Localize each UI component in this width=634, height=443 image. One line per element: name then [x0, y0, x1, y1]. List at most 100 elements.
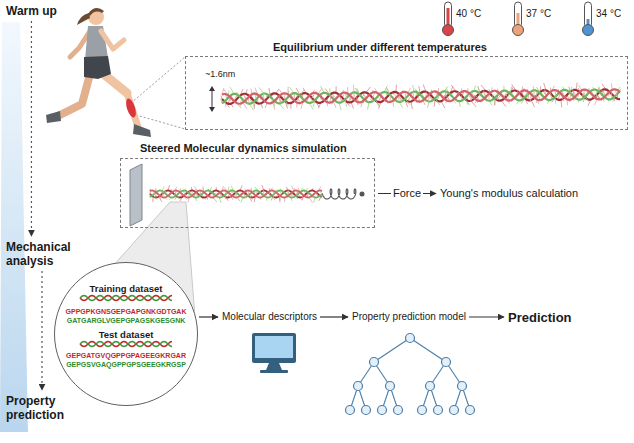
tree-model-icon — [354, 382, 363, 391]
collagen-helix — [576, 83, 577, 90]
collagen-helix — [150, 191, 322, 198]
step-label: Young's modulus calculation — [440, 187, 578, 200]
temperature-label: 40 °C — [456, 8, 481, 20]
runner-figure — [101, 31, 124, 49]
zoom-lines — [131, 57, 185, 129]
tree-model-icon — [466, 406, 475, 415]
sequence-text: GATGARGLVGEPGPAGSKGESGNK — [55, 316, 197, 325]
flow-arrow — [41, 271, 42, 390]
runner-figure — [58, 74, 90, 116]
pulling-wall — [130, 164, 142, 226]
tree-model-icon — [386, 382, 395, 391]
computer-icon — [255, 336, 293, 358]
tree-model-icon — [394, 406, 403, 415]
thermometer-icon — [443, 2, 594, 36]
collagen-helix — [531, 100, 535, 107]
collagen-helix — [150, 191, 322, 198]
temperature-label: 34 °C — [596, 8, 621, 20]
computer-icon — [266, 363, 282, 370]
step-text: Property prediction model — [352, 311, 466, 323]
computer-icon — [252, 333, 296, 373]
zoom-lines — [136, 115, 185, 129]
collagen-helix — [368, 102, 369, 109]
runner-figure — [46, 111, 61, 123]
tree-model-icon — [362, 406, 371, 415]
runner-figure — [46, 8, 151, 137]
collagen-helix — [465, 98, 468, 105]
step-text: Young's modulus calculation — [440, 187, 578, 200]
result-label: Prediction — [508, 310, 572, 325]
sequence-text: GEPGSVGAQGPPGPSGEEGKRGSP — [55, 360, 197, 369]
stage-label: Mechanical analysis — [6, 240, 78, 268]
collagen-helix — [353, 85, 355, 93]
runner-figure — [85, 26, 108, 60]
stage-label: Property prediction — [6, 394, 78, 422]
runner-figure — [88, 9, 104, 25]
dashed-frame — [185, 56, 628, 130]
panel-box: Equilibrium under different temperatures… — [185, 40, 628, 130]
tree-model-icon — [346, 334, 475, 415]
tree-model-icon — [346, 406, 355, 415]
runner-figure — [88, 8, 104, 16]
runner-figure — [133, 124, 151, 137]
zoom-lines — [131, 57, 185, 103]
tree-model-icon — [370, 358, 379, 367]
collagen-helix — [405, 99, 410, 105]
stage-text: Property prediction — [6, 394, 78, 422]
tree-model-icon — [442, 358, 451, 367]
thermometer-icon — [443, 25, 454, 36]
stage-text: Mechanical analysis — [6, 240, 78, 268]
step-text: Molecular descriptors — [222, 311, 317, 323]
collagen-helix — [222, 89, 620, 103]
dimension-arrow — [209, 86, 215, 112]
collagen-helix — [441, 101, 445, 108]
step-label: Property prediction model — [352, 311, 466, 323]
collagen-helix — [339, 96, 344, 102]
runner-figure — [124, 97, 138, 118]
panel-heading: Equilibrium under different temperatures — [273, 40, 628, 54]
spring-symbol — [322, 189, 365, 199]
computer-icon — [260, 370, 288, 373]
dimension-arrow — [212, 90, 213, 108]
step-label: Molecular descriptors — [222, 311, 317, 323]
spring-symbol — [360, 192, 365, 197]
sequence-ribbon — [80, 342, 172, 347]
dataset-heading: Test dataset — [55, 329, 197, 340]
collagen-helix — [221, 83, 621, 110]
collagen-helix — [471, 101, 476, 107]
sequence-ribbon — [80, 296, 172, 301]
thermometer-icon — [513, 25, 524, 36]
tree-model-icon — [418, 406, 427, 415]
tree-model-icon — [410, 338, 446, 362]
flow-arrow — [199, 316, 218, 317]
dataset-circle: Training datasetGPPGPKGNSGEPGAPGNKGDTGAK… — [54, 262, 198, 406]
collagen-helix — [243, 102, 247, 109]
collagen-helix — [572, 89, 576, 96]
panel-box: Steered Molecular dynamics simulation — [120, 141, 375, 228]
collagen-helix — [375, 99, 379, 106]
collagen-helix — [230, 87, 234, 94]
collagen-helix — [222, 90, 620, 104]
flow-arrow — [320, 316, 348, 317]
thermometer-icon — [583, 25, 594, 36]
tree-model-icon — [458, 382, 467, 391]
stage-beam — [0, 22, 28, 432]
collagen-helix — [411, 101, 412, 109]
result-text: Prediction — [508, 310, 572, 325]
dataset-circle-fill — [54, 262, 198, 406]
runner-figure — [77, 13, 90, 25]
spring-symbol — [323, 189, 356, 199]
sequence-ribbon — [80, 342, 172, 347]
collagen-helix — [435, 98, 440, 104]
temperature-label: 37 °C — [526, 8, 551, 20]
tree-model-icon — [406, 334, 415, 343]
tree-model-icon — [426, 382, 435, 391]
stage-label: Warm up — [6, 4, 57, 18]
dimension-arrow — [209, 107, 215, 112]
tree-model-icon — [450, 406, 459, 415]
sequence-text: GEPGATGVQGPPGPAGEEGKRGAR — [55, 351, 197, 360]
dashed-frame — [120, 158, 375, 228]
